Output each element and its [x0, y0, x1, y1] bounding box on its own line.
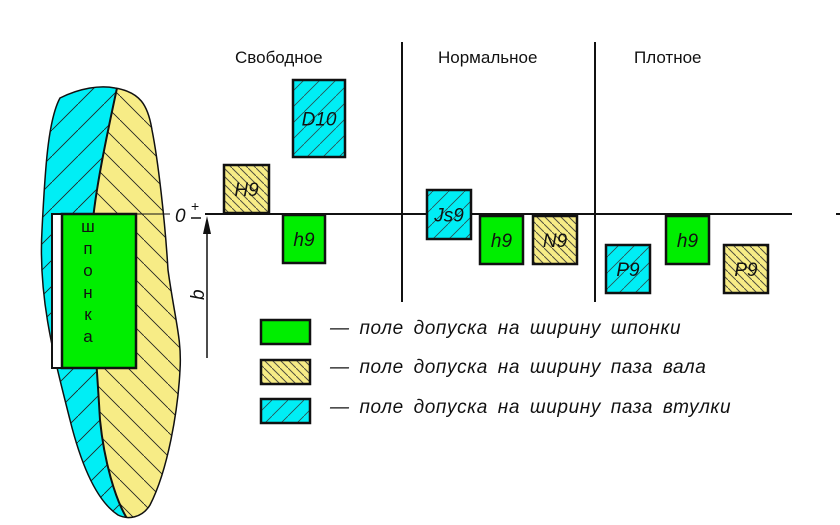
header-free-fit: Свободное	[235, 48, 323, 67]
field-label: h9	[293, 230, 315, 251]
legend	[259, 318, 312, 425]
arrow-up-icon	[203, 216, 211, 234]
field-label: h9	[677, 231, 699, 252]
section-outline	[40, 86, 182, 519]
field-label: Js9	[433, 206, 464, 227]
field-normal-n9-shaft-groove: N9	[531, 214, 579, 266]
key-label-letter: а	[83, 327, 93, 346]
field-label: P9	[616, 260, 640, 281]
header-normal-fit: Нормальное	[438, 48, 538, 67]
header-tight-fit: Плотное	[634, 48, 702, 67]
legend-swatch-hub-groove	[259, 397, 312, 425]
key-label-letter: о	[83, 261, 92, 280]
key-label-letter: к	[84, 305, 92, 324]
legend-text-shaft-groove: — поле допуска на ширину паза вала	[330, 357, 707, 378]
key-label-letter: п	[83, 239, 92, 258]
field-label: N9	[543, 231, 568, 252]
legend-swatch-key	[259, 318, 312, 346]
field-free-h9-shaft-groove: H9	[222, 163, 271, 215]
zero-label: 0	[175, 206, 186, 227]
field-free-d10-hub-groove: D10	[291, 78, 347, 159]
field-label: H9	[234, 180, 259, 201]
field-free-h9-key: h9	[281, 213, 327, 265]
legend-text-hub-groove: — поле допуска на ширину паза втулки	[330, 397, 732, 418]
legend-swatch-shaft-groove	[259, 358, 312, 386]
field-label: h9	[491, 231, 513, 252]
dimension-label: b	[188, 289, 209, 300]
field-label: P9	[734, 260, 758, 281]
field-normal-js9-hub-groove: Js9	[425, 188, 473, 241]
key-label-letter: н	[83, 283, 92, 302]
plus-sign: +	[191, 198, 199, 214]
field-normal-h9-key: h9	[478, 214, 525, 266]
key-body	[60, 212, 138, 370]
field-tight-p9-hub-groove: P9	[604, 243, 652, 295]
field-tight-h9-key: h9	[664, 214, 711, 266]
field-label: D10	[302, 110, 337, 131]
field-tight-p9-shaft-groove: P9	[722, 243, 770, 295]
legend-text-key: — поле допуска на ширину шпонки	[330, 318, 682, 339]
key-label-letter: ш	[81, 217, 95, 236]
